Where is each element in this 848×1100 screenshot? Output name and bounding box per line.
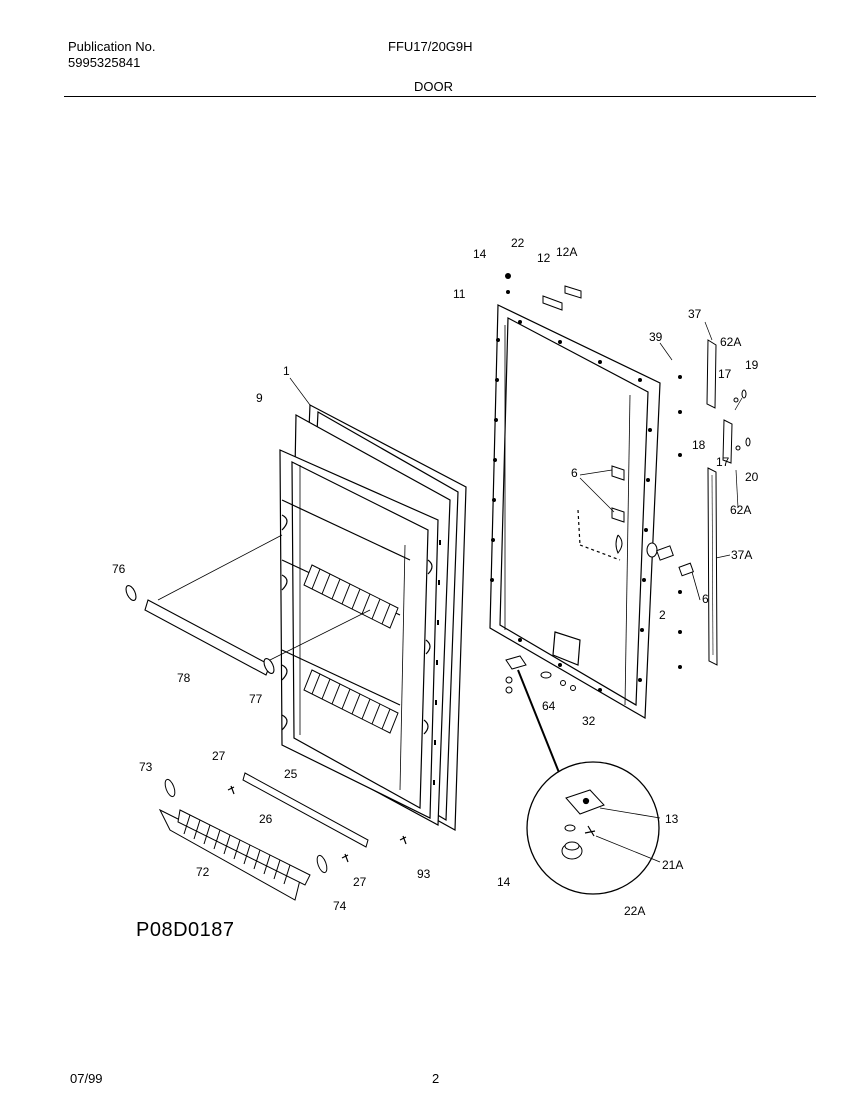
- callout-64: 64: [542, 699, 556, 713]
- callout-22: 22: [511, 236, 525, 250]
- callout-32: 32: [582, 714, 596, 728]
- callout-76: 76: [112, 562, 126, 576]
- callout-26: 26: [259, 812, 273, 826]
- callout-74: 74: [333, 899, 347, 913]
- label-plates: [542, 285, 582, 311]
- callout-21a: 21A: [662, 858, 683, 872]
- shelf-bar: [125, 534, 371, 676]
- callout-73: 73: [139, 760, 153, 774]
- hinge-detail-inset: [526, 761, 661, 895]
- hinge-hardware: [706, 339, 751, 666]
- callout-14a: 14: [473, 247, 487, 261]
- callout-labels: 1 9 76 78 77 73 27 25 26 72 27 74 93 14 …: [112, 236, 759, 941]
- callout-12: 12: [537, 251, 551, 265]
- callout-1: 1: [283, 364, 290, 378]
- door-outer-panel: [489, 304, 661, 720]
- callout-25: 25: [284, 767, 298, 781]
- publication-label: Publication No.: [68, 39, 156, 54]
- page-number: 2: [432, 1071, 440, 1086]
- door-shelf-upper: [303, 564, 399, 629]
- callout-17a: 17: [718, 367, 732, 381]
- section-title: DOOR: [414, 79, 453, 94]
- door-basket: [158, 778, 328, 901]
- plate-id: P08D0187: [136, 919, 235, 941]
- callout-27b: 27: [353, 875, 367, 889]
- callout-27a: 27: [212, 749, 226, 763]
- callout-13: 13: [665, 812, 679, 826]
- callout-19: 19: [745, 358, 759, 372]
- callout-22a: 22A: [624, 904, 645, 918]
- callout-37: 37: [688, 307, 702, 321]
- bottom-hinge-parts: [505, 655, 576, 776]
- callout-62a-top: 62A: [720, 335, 741, 349]
- callout-72: 72: [196, 865, 210, 879]
- callout-78: 78: [177, 671, 191, 685]
- publication-number: 5995325841: [68, 55, 141, 70]
- header-rule: [64, 96, 816, 97]
- callout-18: 18: [692, 438, 706, 452]
- callout-62a-bottom: 62A: [730, 503, 751, 517]
- callout-6b: 6: [702, 592, 709, 606]
- callout-11: 11: [453, 287, 466, 301]
- bottom-rail: [242, 772, 369, 848]
- callout-14b: 14: [497, 875, 511, 889]
- callout-6a: 6: [571, 466, 578, 480]
- door-liner: [279, 404, 467, 832]
- leader-lines: [289, 321, 743, 559]
- callout-9: 9: [256, 391, 263, 405]
- callout-2: 2: [659, 608, 666, 622]
- model-number: FFU17/20G9H: [388, 39, 473, 54]
- screws: [227, 785, 407, 863]
- handle-brackets: [611, 465, 701, 601]
- callout-20: 20: [745, 470, 759, 484]
- revision-date: 07/99: [70, 1071, 103, 1086]
- callout-77: 77: [249, 692, 263, 706]
- callout-37a: 37A: [731, 548, 752, 562]
- callout-39: 39: [649, 330, 663, 344]
- door-panel-holes: [490, 273, 682, 692]
- callout-12a: 12A: [556, 245, 577, 259]
- door-shelf-lower: [303, 669, 399, 734]
- callout-17b: 17: [716, 455, 730, 469]
- callout-93: 93: [417, 867, 431, 881]
